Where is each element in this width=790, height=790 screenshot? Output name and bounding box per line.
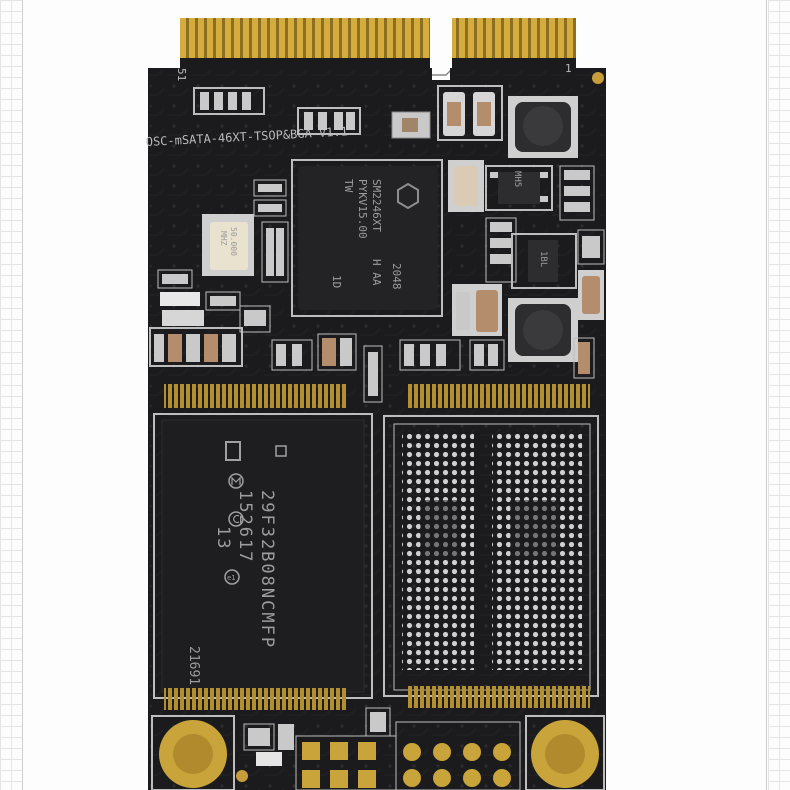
capacitor-pair-top-right — [437, 85, 503, 141]
passive-array-top — [297, 107, 431, 139]
capacitor-right-bank — [399, 284, 595, 379]
nand-line3: 13 — [213, 526, 233, 550]
crystal-oscillator: 50.000 MHZ — [202, 214, 254, 276]
controller-line5: 2048 — [390, 263, 403, 290]
mounting-hole-right — [525, 715, 605, 790]
mounting-hole-left — [151, 715, 235, 790]
nand-pads-right-top — [406, 384, 590, 408]
regulator-mid: 1BL — [485, 217, 605, 320]
pin1-marker — [225, 441, 241, 461]
nand-flash-chip: 29F32B08NCMFP 152617 13 21691 e1 — [153, 413, 373, 699]
test-pads-bottom — [236, 707, 521, 790]
m-circle-icon — [228, 473, 244, 489]
e1-label: e1 — [227, 574, 235, 582]
regulator-mid-label: 1BL — [538, 251, 548, 267]
crystal-line2: MHZ — [219, 231, 228, 246]
controller-line3: TW — [342, 179, 355, 193]
e1-mark: e1 — [224, 569, 240, 585]
passive-array-top-left — [193, 87, 265, 115]
frame-line-right — [766, 0, 767, 790]
background-grid-right — [768, 0, 790, 790]
background-grid-left — [0, 0, 22, 790]
inductor-top — [508, 96, 578, 158]
mounting-dot — [592, 72, 604, 84]
controller-line2: PYKV15.00 — [356, 179, 369, 239]
controller-line4: H AA — [370, 259, 383, 286]
controller-line6: 1D — [330, 275, 343, 288]
nand-line1: 29F32B08NCMFP — [257, 490, 277, 649]
bga-footprint — [383, 415, 599, 697]
pin-label-right: 1 — [565, 62, 572, 75]
frame-line-left — [22, 0, 23, 790]
pin-label-left: 51 — [175, 68, 188, 81]
inductor-bottom — [508, 298, 578, 362]
controller-line1: SM2246XT — [370, 179, 383, 232]
crystal-line1: 50.000 — [229, 227, 238, 256]
regulator-top: MH5 — [448, 160, 595, 221]
regulator-top-label: MH5 — [512, 171, 522, 187]
nand-pads-left-bottom — [164, 688, 348, 710]
nand-line2: 152617 — [235, 490, 255, 563]
nand-pads-right-bottom — [406, 686, 590, 708]
passive-column-left — [149, 179, 383, 403]
controller-logo-icon — [397, 182, 419, 210]
nand-line5: 21691 — [186, 646, 201, 685]
controller-chip: SM2246XT PYKV15.00 TW H AA 2048 1D — [291, 159, 443, 317]
nand-pads-left-top — [164, 384, 348, 408]
copyright-icon — [228, 511, 244, 527]
